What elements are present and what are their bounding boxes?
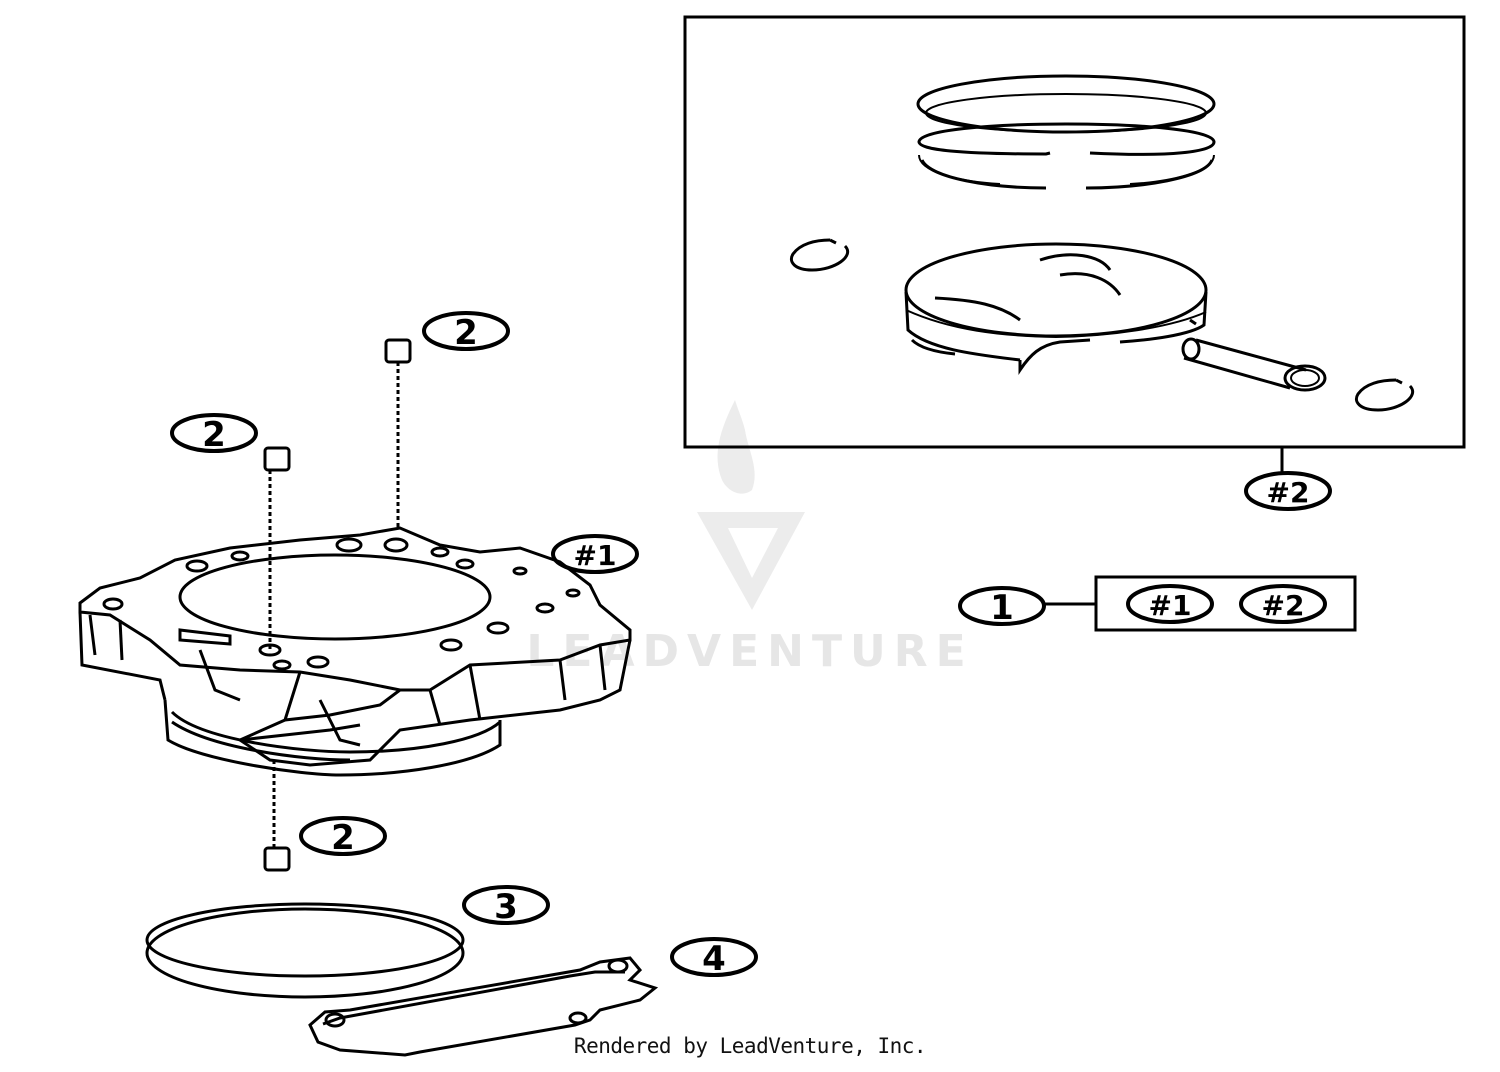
callout-gasket: 4 <box>670 937 758 979</box>
o-ring <box>145 902 465 999</box>
svg-text:2: 2 <box>202 415 226 455</box>
callout-stud-bottom: 2 <box>299 816 387 858</box>
svg-text:2: 2 <box>331 818 355 858</box>
circlip-left <box>789 238 849 272</box>
svg-text:4: 4 <box>702 939 726 979</box>
svg-text:#1: #1 <box>1149 589 1192 622</box>
piston-rings <box>916 74 1216 190</box>
dowel-pin-bottom <box>263 760 291 872</box>
dowel-pin-left <box>263 446 291 650</box>
piston-kit-box <box>683 15 1466 449</box>
svg-text:1: 1 <box>990 588 1014 628</box>
callout-piston-kit: #2 <box>1244 471 1332 511</box>
piston <box>904 242 1208 375</box>
callout-stud-left: 2 <box>170 413 258 455</box>
leadventure-logo-icon <box>697 400 805 610</box>
svg-text:#2: #2 <box>1262 589 1305 622</box>
piston-pin <box>1181 337 1327 392</box>
dowel-pin-top <box>384 338 412 530</box>
cylinder <box>78 526 632 777</box>
callout-stud-top: 2 <box>422 311 510 353</box>
callout-o-ring: 3 <box>462 885 550 927</box>
svg-text:3: 3 <box>494 887 518 927</box>
svg-text:2: 2 <box>454 313 478 353</box>
circlip-right <box>1354 378 1414 412</box>
exhaust-gasket <box>308 956 659 1057</box>
callout-cylinder: #1 <box>551 534 639 574</box>
svg-text:#1: #1 <box>574 539 617 572</box>
callout-kit: 1 <box>958 586 1096 628</box>
kit-contents-box: #1 #2 <box>1094 575 1357 632</box>
footer-credit: Rendered by LeadVenture, Inc. <box>573 1034 927 1058</box>
svg-text:#2: #2 <box>1267 476 1310 509</box>
